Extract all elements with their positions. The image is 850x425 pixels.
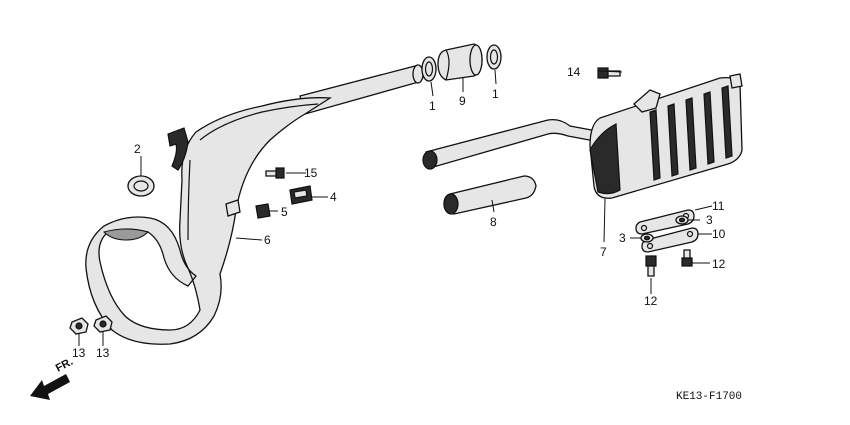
callout-9: 9 <box>459 94 466 108</box>
callout-15: 15 <box>304 166 318 180</box>
callout-7: 7 <box>600 245 607 259</box>
nut-left-part-13[interactable] <box>69 317 89 335</box>
bolt-right-part-12[interactable] <box>681 249 693 267</box>
bolt-left-part-12[interactable] <box>645 255 657 277</box>
collar-left-part-3[interactable] <box>640 233 654 243</box>
callout-13-left: 13 <box>72 346 86 360</box>
callout-12-left: 12 <box>644 294 658 308</box>
callout-1-left: 1 <box>429 99 436 113</box>
callout-8: 8 <box>490 215 497 229</box>
callout-11: 11 <box>712 199 725 213</box>
sleeve-part-8[interactable] <box>443 175 537 215</box>
joint-part-9[interactable] <box>437 43 483 81</box>
callout-3-right: 3 <box>706 213 713 227</box>
callout-12-right: 12 <box>712 257 726 271</box>
rubber-mount-part-4[interactable] <box>289 185 313 205</box>
front-direction-arrow: FR. <box>30 356 75 400</box>
callout-6: 6 <box>264 233 271 247</box>
callout-labels: 1 1 9 2 15 4 5 6 7 8 14 11 3 10 3 12 12 … <box>72 65 726 360</box>
leader-lines <box>78 69 713 346</box>
callout-5: 5 <box>281 205 288 219</box>
callout-3-left: 3 <box>619 231 626 245</box>
callout-14: 14 <box>567 65 581 79</box>
stay-part-10[interactable] <box>641 227 699 253</box>
callout-2: 2 <box>134 142 141 156</box>
expansion-chamber-part-6[interactable] <box>85 64 424 345</box>
gasket-part-2[interactable] <box>127 175 155 197</box>
rubber-mount-part-5[interactable] <box>255 203 271 219</box>
callout-1-right: 1 <box>492 87 499 101</box>
collar-right-part-3[interactable] <box>675 215 689 225</box>
callout-13-right: 13 <box>96 346 110 360</box>
nut-right-part-13[interactable] <box>93 315 113 333</box>
bolt-part-14[interactable] <box>597 67 621 79</box>
silencer-part-7[interactable] <box>422 73 743 199</box>
callout-4: 4 <box>330 190 337 204</box>
callout-10: 10 <box>712 227 726 241</box>
bolt-part-15[interactable] <box>265 167 285 179</box>
gasket-left-part-1[interactable] <box>421 56 437 82</box>
figure-code: KE13-F1700 <box>676 391 742 403</box>
gasket-right-part-1[interactable] <box>486 44 502 70</box>
